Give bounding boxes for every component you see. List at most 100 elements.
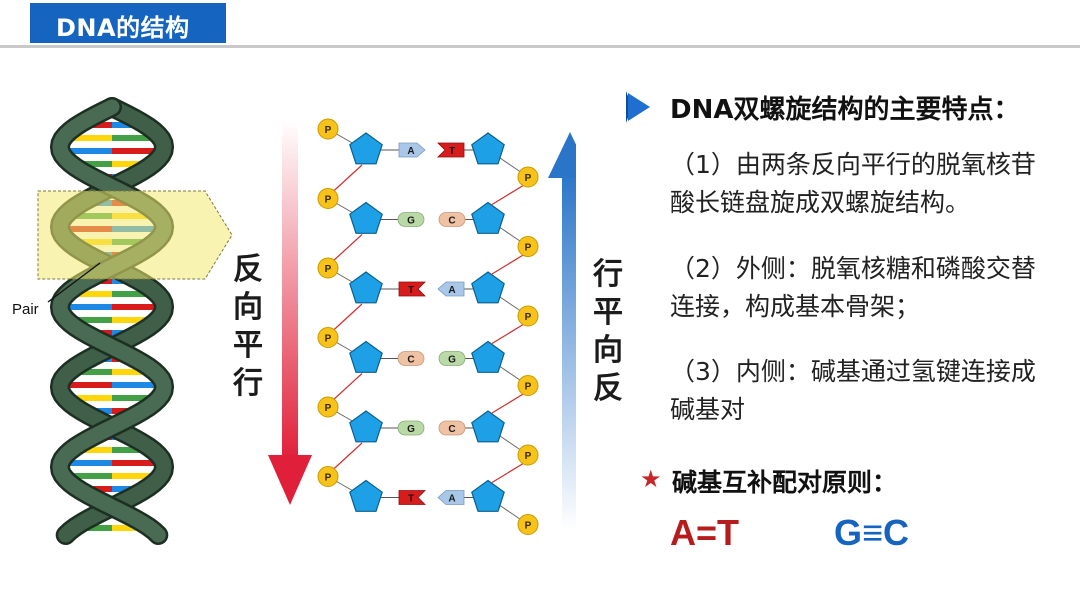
header-bar: DNA的结构 (0, 0, 1080, 48)
base-letter: T (449, 146, 455, 157)
helix-rung-half (71, 447, 112, 453)
phosphate-label: P (325, 195, 332, 206)
direction-arrow-up (548, 132, 576, 530)
page-title: DNA的结构 (56, 14, 190, 42)
backbone-link-right (491, 392, 525, 414)
phosphate-circle (517, 236, 539, 257)
pairing-rule-heading: ★ 碱基互补配对原则： (640, 463, 1060, 499)
phosphate-circle (317, 188, 339, 209)
helix-rung-half (73, 525, 112, 531)
helix-rung-half (66, 291, 112, 297)
deoxyribose-pentagon (349, 271, 383, 304)
base-guanine-shape (438, 351, 466, 366)
base-letter: A (448, 494, 455, 505)
base-thymine-shape (437, 142, 465, 158)
backbone-link-right (491, 462, 525, 484)
helix-rung-half (60, 304, 112, 310)
backbone-link-left (331, 303, 363, 332)
helix-rung-half (112, 369, 156, 375)
left-strand-direction-label: 反向平行 (233, 252, 263, 401)
base-letter: C (448, 424, 455, 435)
phosphate-circle (517, 514, 539, 535)
pair-label: Pair (12, 301, 39, 318)
helix-rung-half (112, 525, 151, 531)
triangle-bullet-icon-fill (628, 93, 650, 121)
helix-rung-half (112, 395, 160, 401)
helix-rung-half (112, 317, 158, 323)
deoxyribose-pentagon (349, 410, 383, 443)
phosphate-circle (317, 257, 339, 279)
helix-rung-half (112, 460, 164, 466)
helix-backbone-strand (52, 99, 172, 543)
features-heading-text: DNA双螺旋结构的主要特点： (670, 95, 1020, 125)
backbone-link-right (491, 184, 525, 206)
phosphate-label: P (525, 382, 532, 393)
feature-point-3: （3）内侧：碱基通过氢键连接成碱基对 (670, 357, 1036, 424)
phosphate-circle (317, 466, 339, 487)
helix-backbone-strand (52, 99, 172, 543)
base-letter: T (408, 285, 414, 296)
helix-rung-half (112, 473, 161, 479)
helix-rung-half (64, 395, 112, 401)
base-letter: G (407, 216, 415, 227)
helix-rung-half (112, 161, 153, 167)
deoxyribose-pentagon (349, 479, 383, 512)
helix-rung-half (63, 135, 112, 141)
helix-rung-half (68, 369, 112, 375)
right-strand-direction-label: 行平向反 (593, 257, 623, 406)
helix-rung-half (66, 317, 112, 323)
deoxyribose-pentagon (349, 201, 383, 234)
deoxyribose-pentagon (471, 340, 505, 373)
direction-arrow-down (268, 120, 312, 505)
phosphate-circle (517, 166, 539, 188)
helix-rung-half (63, 473, 112, 479)
phosphate-circle (317, 327, 339, 348)
pair-rule-gc: G≡C (834, 512, 910, 553)
deoxyribose-pentagon (349, 340, 383, 373)
base-thymine-shape (398, 490, 426, 505)
base-adenine-shape (437, 490, 465, 505)
backbone-link-right (491, 323, 525, 345)
backbone-link-left (331, 442, 363, 471)
phosphate-label: P (525, 173, 532, 184)
helix-rung-half (112, 291, 158, 297)
backbone-link-right (491, 253, 525, 275)
deoxyribose-pentagon (471, 132, 505, 165)
base-cytosine-shape (438, 212, 466, 227)
base-letter: C (407, 355, 414, 366)
feature-point-2: （2）外侧：脱氧核糖和磷酸交替连接，构成基本骨架； (670, 254, 1036, 321)
helix-backbone-ribbons (49, 97, 175, 545)
features-heading: DNA双螺旋结构的主要特点： (626, 89, 1056, 125)
base-adenine-shape (437, 281, 465, 297)
helix-rung-half (112, 447, 153, 453)
helix-rung-half (112, 135, 161, 141)
phosphate-label: P (525, 521, 532, 532)
backbone-link-left (331, 373, 363, 402)
helix-rung-half (112, 382, 164, 388)
helix-rung-half (60, 460, 112, 466)
phosphate-circle (517, 375, 539, 396)
phosphate-label: P (325, 334, 332, 345)
helix-rung-half (60, 148, 112, 154)
helix-rung-half (71, 161, 112, 167)
title-box (30, 3, 226, 43)
phosphate-label: P (325, 403, 332, 414)
pair-rule-at: A=T (670, 512, 740, 553)
phosphate-label: P (525, 451, 532, 462)
phosphate-label: P (325, 264, 332, 275)
phosphate-circle (317, 396, 339, 418)
backbone-link-left (331, 234, 363, 263)
pairing-rule-heading-text: 碱基互补配对原则： (672, 468, 898, 497)
base-letter: T (408, 494, 414, 505)
base-cytosine-shape (438, 420, 466, 436)
base-letter: G (448, 355, 456, 366)
phosphate-circle (517, 305, 539, 327)
deoxyribose-pentagon (471, 201, 505, 234)
base-guanine-shape (397, 212, 425, 227)
phosphate-label: P (325, 473, 332, 484)
base-guanine-shape (397, 420, 425, 436)
base-thymine-shape (398, 281, 426, 297)
phosphate-label: P (325, 125, 332, 136)
